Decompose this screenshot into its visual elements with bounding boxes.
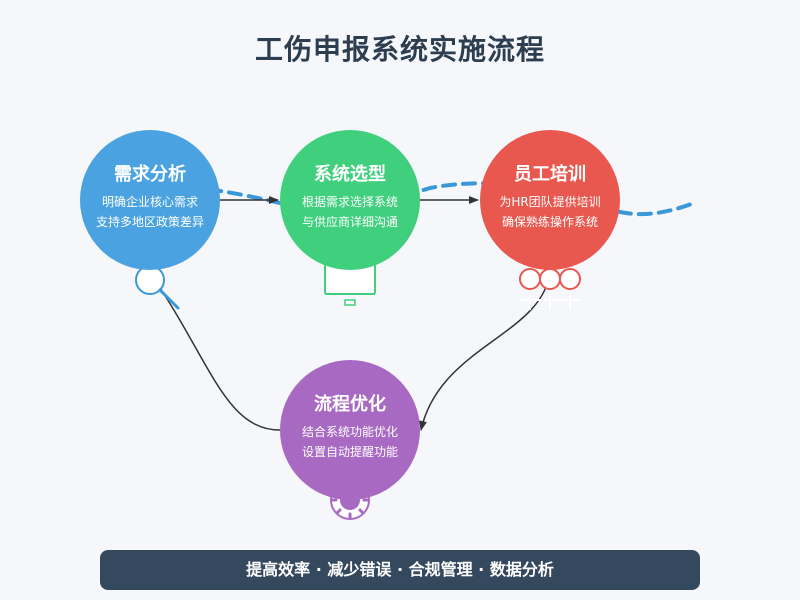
step-description: 结合系统功能优化 xyxy=(301,425,398,439)
dashed-wave-line xyxy=(108,181,699,217)
diagram-title: 工伤申报系统实施流程 xyxy=(254,33,545,66)
step-description: 为HR团队提供培训 xyxy=(499,195,601,209)
step-employee-training: 员工培训 为HR团队提供培训 确保熟练操作系统 xyxy=(480,130,620,270)
step-description: 根据需求选择系统 xyxy=(301,195,398,209)
benefits-footer-bar: 提高效率 · 减少错误 · 合规管理 · 数据分析 xyxy=(100,550,700,590)
step-requirements-analysis: 需求分析 明确企业核心需求 支持多地区政策差异 xyxy=(80,130,220,270)
magnifier-icon xyxy=(135,265,180,310)
step-description: 设置自动提醒功能 xyxy=(301,445,398,459)
people-icon xyxy=(519,268,581,310)
step-description: 明确企业核心需求 xyxy=(101,195,198,209)
step-system-selection: 系统选型 根据需求选择系统 与供应商详细沟通 xyxy=(280,130,420,270)
step-title: 系统选型 xyxy=(314,164,386,185)
step-description: 支持多地区政策差异 xyxy=(95,215,204,229)
step-process-optimization: 流程优化 结合系统功能优化 设置自动提醒功能 xyxy=(280,360,420,500)
step-description: 与供应商详细沟通 xyxy=(301,215,398,229)
arrow-optimization-to-analysis xyxy=(151,275,281,431)
step-title: 需求分析 xyxy=(114,164,186,185)
step-description: 确保熟练操作系统 xyxy=(501,215,598,229)
step-title: 员工培训 xyxy=(514,164,586,185)
arrow-training-to-optimization xyxy=(419,269,551,431)
step-title: 流程优化 xyxy=(314,394,386,415)
